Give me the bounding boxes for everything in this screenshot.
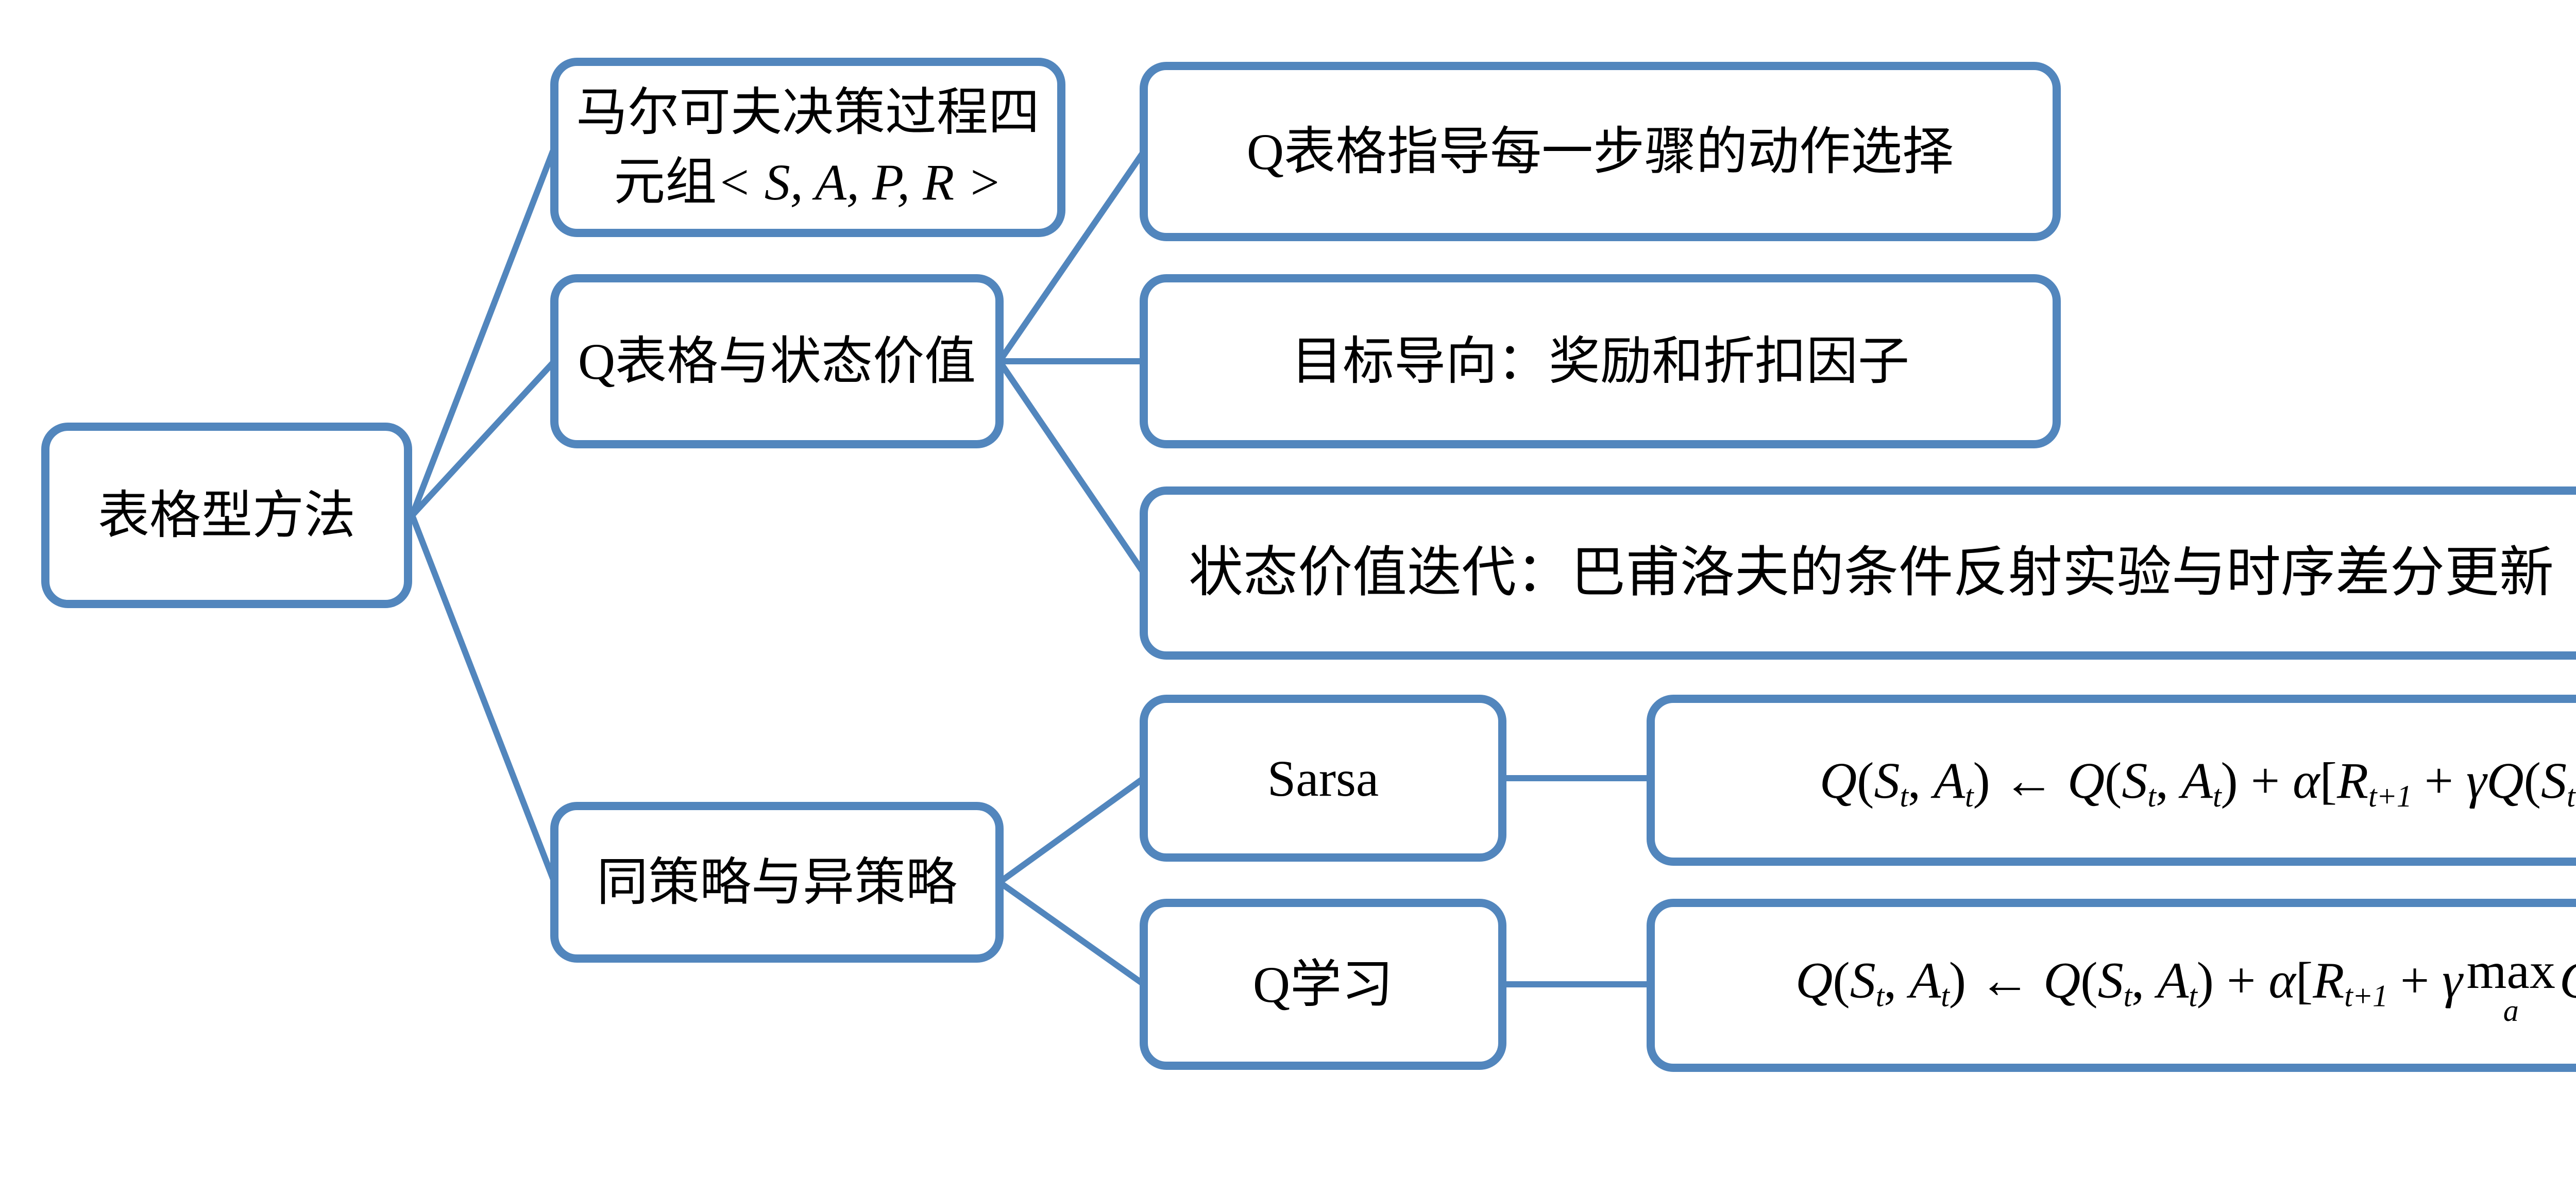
branch-q-table-state-value-label: Q表格与状态价值 (578, 332, 976, 390)
node-sarsa-label: Sarsa (1267, 749, 1379, 807)
branch-on-policy-off-policy: 同策略与异策略 (550, 802, 1004, 963)
leaf-goal-oriented-reward-discount: 目标导向：奖励和折扣因子 (1140, 274, 2061, 448)
branch-q-table-state-value: Q表格与状态价值 (550, 274, 1004, 448)
leaf-state-value-iteration-label: 状态价值迭代：巴甫洛夫的条件反射实验与时序差分更新 (1189, 543, 2554, 603)
node-sarsa: Sarsa (1140, 695, 1506, 862)
connector-root-qtable (410, 359, 557, 518)
leaf-q-table-action-selection: Q表格指导每一步骤的动作选择 (1140, 62, 2061, 241)
mdp-tuple-math: < S, A, P, R > (717, 154, 1002, 211)
leaf-state-value-iteration: 状态价值迭代：巴甫洛夫的条件反射实验与时序差分更新 (1140, 486, 2576, 660)
connector-root-mdp (409, 146, 557, 517)
leaf-q-table-action-selection-label: Q表格指导每一步骤的动作选择 (1246, 123, 1954, 180)
formula-sarsa-update: Q(St, At) ← Q(St, At) + α[Rt+1 + γQ(St+1… (1647, 695, 2576, 866)
node-q-learning: Q学习 (1140, 899, 1506, 1070)
connector-root-policy (409, 514, 557, 884)
connector-qtable-leaf-value (997, 359, 1146, 575)
branch-mdp-tuple: 马尔可夫决策过程四元组< S, A, P, R > (550, 58, 1065, 237)
connector-qtable-leaf-action (997, 149, 1146, 363)
connector-policy-qlearn (997, 880, 1146, 987)
root-node-label: 表格型方法 (98, 486, 355, 544)
leaf-goal-oriented-reward-discount-label: 目标导向：奖励和折扣因子 (1291, 332, 1909, 390)
q-learning-update-equation: Q(St, At) ← Q(St, At) + α[Rt+1 + γmaxaQ(… (1795, 942, 2576, 1028)
formula-q-learning-update: Q(St, At) ← Q(St, At) + α[Rt+1 + γmaxaQ(… (1647, 899, 2576, 1072)
connector-policy-sarsa (997, 776, 1146, 885)
node-q-learning-label: Q学习 (1252, 955, 1394, 1013)
root-node-tabular-methods: 表格型方法 (41, 423, 412, 608)
branch-on-policy-off-policy-label: 同策略与异策略 (597, 853, 957, 911)
sarsa-update-equation: Q(St, At) ← Q(St, At) + α[Rt+1 + γQ(St+1… (1819, 751, 2576, 813)
branch-mdp-tuple-label: 马尔可夫决策过程四元组< S, A, P, R > (576, 84, 1040, 211)
